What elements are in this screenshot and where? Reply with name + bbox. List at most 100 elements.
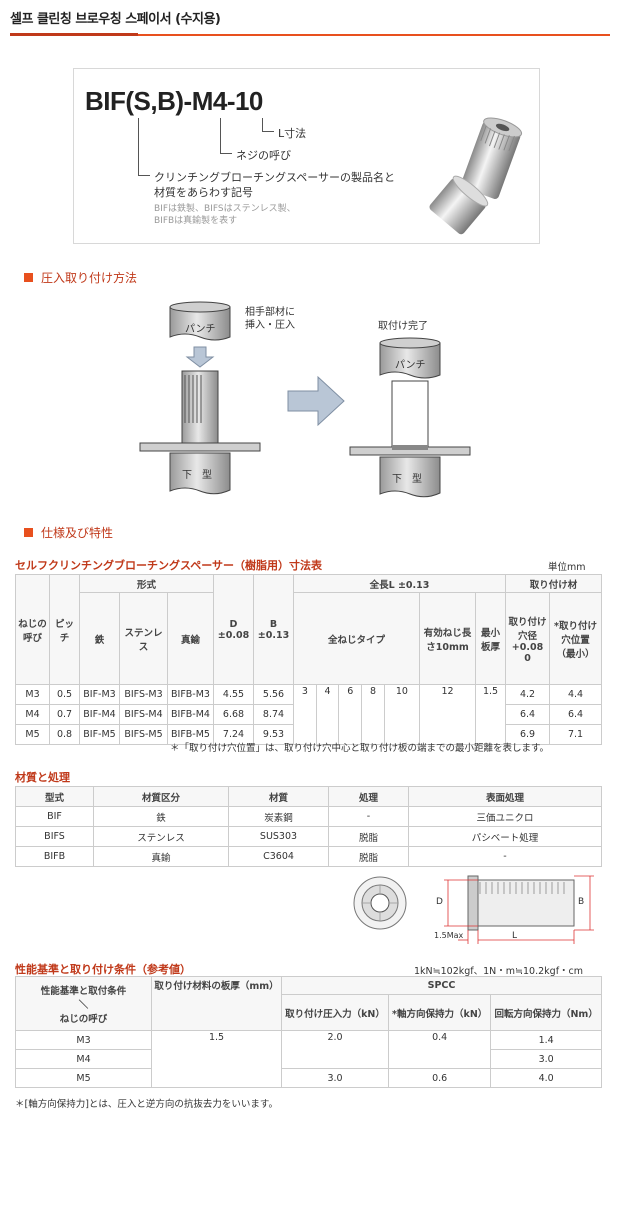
cell: 1.5 [151, 1030, 282, 1088]
perf-table: 性能基準と取付条件 ＼ ねじの呼び 取り付け材料の板厚（mm） SPCC 取り付… [15, 976, 602, 1088]
table-row: M3 1.5 2.0 0.4 1.4 [15, 1030, 602, 1088]
spacer-photo [429, 117, 523, 235]
table-row: BIF 鉄 炭素鋼 - 三価ユニクロ [15, 806, 602, 827]
legend-thread: ネジの呼び [236, 149, 291, 162]
table-row: M4 0.7 BIF-M4 BIFS-M4 BIFB-M4 6.68 8.74 … [15, 704, 602, 725]
cell: 脱脂 [328, 826, 409, 847]
cell: BIF-M5 [79, 724, 120, 745]
cell: 0.8 [49, 724, 80, 745]
h-treatment: 処理 [328, 786, 409, 807]
cell: 2.0 [281, 1030, 389, 1069]
cell: BIF-M4 [79, 704, 120, 725]
cell: BIFB-M5 [167, 724, 214, 745]
cell: ステンレス [93, 826, 229, 847]
table-row: M5 0.8 BIF-M5 BIFS-M5 BIFB-M5 7.24 9.53 … [15, 724, 602, 745]
cell: 0.5 [49, 684, 80, 705]
h-corner: 性能基準と取付条件 ＼ ねじの呼び [15, 976, 152, 1031]
cell-length: 8 [361, 684, 385, 745]
cell: 0.6 [387, 1068, 492, 1088]
material-table-title: 材質と処理 [15, 771, 70, 784]
dim-l: L [512, 931, 518, 941]
cell: 6.4 [549, 704, 602, 725]
perf-note: ＊[軸方向保持力]とは、圧入と逆方向の抗抜去力をいいます。 [15, 1099, 278, 1110]
table-row: M5 3.0 0.6 4.0 [15, 1068, 602, 1088]
h-corner-slash: ＼ [78, 999, 89, 1011]
table-row: BIFB 真鍮 C3604 脱脂 - [15, 846, 602, 867]
section-square-icon [24, 273, 33, 282]
h-mount: 取り付け材 [505, 574, 602, 593]
cell: 0.4 [387, 1030, 492, 1069]
table-row: M3 0.5 BIF-M3 BIFS-M3 BIFB-M3 4.55 5.56 … [15, 684, 602, 745]
cell: 0.7 [49, 704, 80, 725]
punch-label-right: パンチ [395, 360, 426, 371]
legend-sub-2: BIFBは真鍮製を表す [154, 216, 238, 226]
page-title: 셀프 클린칭 브로우칭 스페이서 (수지용) [10, 12, 221, 27]
cell: 三価ユニクロ [408, 806, 602, 827]
cell-length: 10 [383, 684, 421, 745]
cell: BIF [15, 806, 94, 827]
cell: 3.0 [281, 1068, 389, 1088]
cell: BIF-M3 [79, 684, 120, 705]
cell: パシベート処理 [408, 826, 602, 847]
cell: 7.1 [549, 724, 602, 745]
cell: 9.53 [253, 724, 294, 745]
cell: 12 [419, 684, 476, 745]
section-press-fit: 圧入取り付け方法 [24, 269, 137, 286]
h-b: B ±0.13 [253, 574, 294, 685]
cell: - [328, 806, 409, 827]
cell: 炭素鋼 [228, 806, 329, 827]
cell: BIFB-M4 [167, 704, 214, 725]
h-surface: 表面処理 [408, 786, 602, 807]
cell-length: 4 [315, 684, 340, 745]
section-spec: 仕様及び特性 [24, 524, 113, 541]
cell: BIFS-M5 [119, 724, 168, 745]
h-corner-2: ねじの呼び [59, 1013, 108, 1025]
insert-label-2: 挿入・圧入 [245, 320, 295, 331]
leader-name [138, 118, 150, 176]
h-force: 取り付け圧入力（kN） [281, 994, 389, 1031]
cell: 真鍮 [93, 846, 229, 867]
leader-l [262, 118, 274, 132]
cell: M4 [15, 704, 50, 725]
h-type: 形式 [79, 574, 214, 593]
cell: 4.0 [490, 1068, 602, 1088]
section-spec-label: 仕様及び特性 [41, 526, 114, 540]
section-press-fit-label: 圧入取り付け方法 [41, 271, 138, 285]
dim-b: B [578, 897, 585, 907]
h-model: 型式 [15, 786, 94, 807]
cell: 4.2 [505, 684, 550, 705]
cell: BIFB [15, 846, 94, 867]
dim-d: D [436, 897, 443, 907]
spec-table-title: セルフクリンチングブローチングスペーサー（樹脂用）寸法表 [15, 559, 323, 572]
cell: M3 [15, 684, 50, 705]
h-material-class: 材質区分 [93, 786, 229, 807]
spec-note: ＊「取り付け穴位置」は、取り付け穴中心と取り付け板の端までの最小距離を表します。 [170, 743, 550, 754]
cell: M3 [15, 1030, 152, 1050]
cell: - [408, 846, 602, 867]
h-plate: 取り付け材料の板厚（mm） [151, 976, 282, 1031]
die-label-left: 下 型 [182, 470, 212, 481]
h-material: 材質 [228, 786, 329, 807]
cell: 1.4 [490, 1030, 602, 1050]
cell: SUS303 [228, 826, 329, 847]
cell: 3.0 [490, 1049, 602, 1069]
perf-table-title: 性能基準と取り付け条件（参考値） [15, 963, 191, 976]
material-table: 型式 材質区分 材質 処理 表面処理 BIF 鉄 炭素鋼 - 三価ユニクロ BI… [15, 786, 602, 867]
cell: C3604 [228, 846, 329, 867]
cell: 脱脂 [328, 846, 409, 867]
part-code: BIF(S,B)-M4-10 [85, 86, 263, 116]
h-min-plate: 最小板厚 [475, 592, 506, 685]
cell: 4.4 [549, 684, 602, 705]
cell: M4 [15, 1049, 152, 1069]
cell: BIFS-M3 [119, 684, 168, 705]
legend-sub-1: BIFは鉄製、BIFSはステンレス製、 [154, 204, 296, 214]
h-spcc: SPCC [281, 976, 602, 995]
legend-name-2: 材質をあらわす記号 [154, 186, 253, 199]
cell: BIFB-M3 [167, 684, 214, 705]
cell: M5 [15, 724, 50, 745]
cell-length: 3 [293, 684, 317, 745]
h-hole-pos: *取り付け穴位置（最小） [549, 592, 602, 685]
cell: BIFS-M4 [119, 704, 168, 725]
h-eff-thread: 有効ねじ長さ10mm [419, 592, 476, 685]
cell: 6.4 [505, 704, 550, 725]
